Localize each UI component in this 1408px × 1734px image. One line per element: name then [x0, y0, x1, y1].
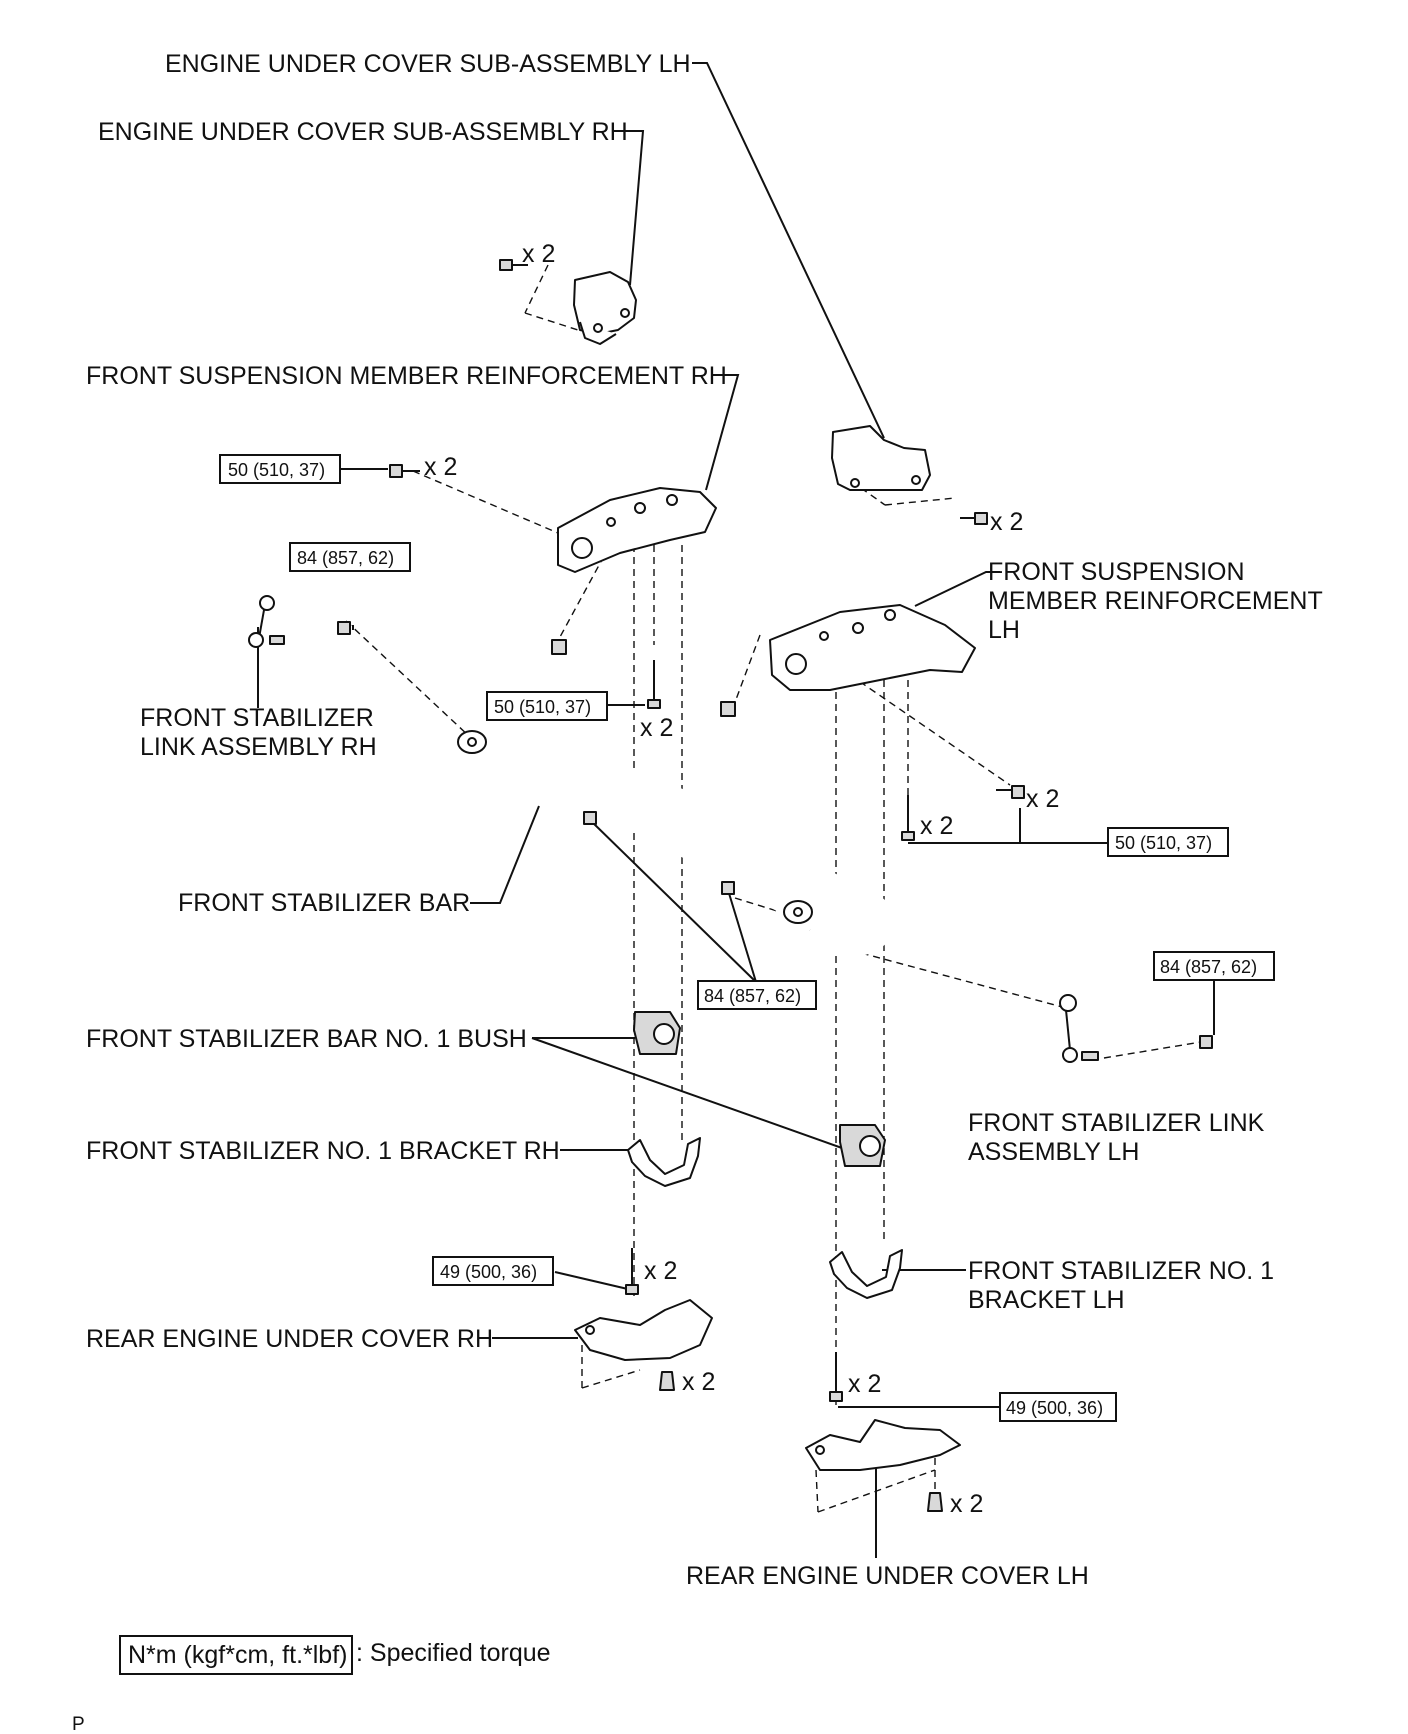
torque-box-reinf-rh-vertical: 50 (510, 37): [486, 691, 608, 721]
torque-box-link-lh: 84 (857, 62): [1153, 951, 1275, 981]
label-engine-under-cover-rh: ENGINE UNDER COVER SUB-ASSEMBLY RH: [98, 118, 628, 146]
screw-rear-rh: [659, 1371, 675, 1391]
bolt-bracket-lh: [829, 1352, 843, 1402]
qty-rear-rh-screws: x 2: [682, 1368, 715, 1396]
legend-unit-text: N*m (kgf*cm, ft.*lbf): [128, 1641, 347, 1669]
qty-reinf-rh-bolts: x 2: [424, 453, 457, 481]
svg-text:84 (857, 62): 84 (857, 62): [1160, 957, 1257, 977]
bolt-reinf-lh: [996, 785, 1025, 799]
bush-rh-part: [633, 1011, 681, 1055]
footer-code: P: [72, 1714, 85, 1734]
label-rear-cover-lh: REAR ENGINE UNDER COVER LH: [686, 1562, 1089, 1590]
torque-box-bracket-lh: 49 (500, 36): [999, 1392, 1117, 1422]
qty-bracket-lh-bolts: x 2: [848, 1370, 881, 1398]
nut-reinf-rh: [551, 639, 567, 655]
stabilizer-link-rh-part: [248, 595, 351, 648]
label-reinforcement-lh-line3: LH: [988, 616, 1020, 644]
legend: N*m (kgf*cm, ft.*lbf) : Specified torque: [119, 1635, 551, 1675]
stabilizer-link-lh-part: [1059, 994, 1213, 1063]
screw-rear-lh: [927, 1492, 943, 1512]
qty-rear-lh-screws: x 2: [950, 1490, 983, 1518]
bracket-rh-part: [627, 1137, 701, 1187]
qty-bracket-rh-bolts: x 2: [644, 1257, 677, 1285]
qty-reinf-rh-vertical-bolts: x 2: [640, 714, 673, 742]
svg-text:84 (857, 62): 84 (857, 62): [297, 548, 394, 568]
bolt-vertical-lh: [901, 795, 915, 841]
stabilizer-bar-part: [457, 730, 897, 957]
label-link-rh-line1: FRONT STABILIZER: [140, 704, 374, 732]
label-reinforcement-lh-line1: FRONT SUSPENSION: [988, 558, 1245, 586]
qty-reinf-lh-bolts: x 2: [1026, 785, 1059, 813]
label-link-rh-line2: LINK ASSEMBLY RH: [140, 733, 377, 761]
reinforcement-rh-part: [557, 487, 717, 573]
label-bracket-lh-line1: FRONT STABILIZER NO. 1: [968, 1257, 1274, 1285]
torque-box-reinf-lh: 50 (510, 37): [1107, 827, 1229, 857]
bush-lh-part: [839, 1124, 886, 1167]
label-reinforcement-lh-line2: MEMBER REINFORCEMENT: [988, 587, 1323, 615]
label-engine-under-cover-lh: ENGINE UNDER COVER SUB-ASSEMBLY LH: [165, 50, 691, 78]
bolt-bracket-rh: [625, 1248, 639, 1295]
label-bracket-rh: FRONT STABILIZER NO. 1 BRACKET RH: [86, 1137, 560, 1165]
engine-under-cover-lh-part: [831, 425, 931, 491]
torque-box-stab-bar-nuts: 84 (857, 62): [697, 980, 817, 1010]
legend-description: : Specified torque: [356, 1639, 551, 1667]
label-rear-cover-rh: REAR ENGINE UNDER COVER RH: [86, 1325, 493, 1353]
torque-box-link-rh: 84 (857, 62): [289, 542, 411, 572]
label-bracket-lh-line2: BRACKET LH: [968, 1286, 1125, 1314]
label-link-lh-line2: ASSEMBLY LH: [968, 1138, 1139, 1166]
bolt-cover-rh: [499, 259, 528, 271]
label-link-lh-line1: FRONT STABILIZER LINK: [968, 1109, 1265, 1137]
nut-reinf-lh: [720, 701, 736, 717]
rear-cover-rh-part: [574, 1299, 713, 1361]
label-bush: FRONT STABILIZER BAR NO. 1 BUSH: [86, 1025, 527, 1053]
svg-text:84 (857, 62): 84 (857, 62): [704, 986, 801, 1006]
qty-cover-rh-bolts: x 2: [522, 240, 555, 268]
legend-unit-box: [119, 1635, 353, 1675]
bolt-reinf-rh: [389, 464, 420, 478]
svg-text:50 (510, 37): 50 (510, 37): [1115, 833, 1212, 853]
svg-text:50 (510, 37): 50 (510, 37): [228, 460, 325, 480]
label-stabilizer-bar: FRONT STABILIZER BAR: [178, 889, 470, 917]
svg-text:49 (500, 36): 49 (500, 36): [1006, 1398, 1103, 1418]
torque-box-bracket-rh: 49 (500, 36): [432, 1256, 554, 1286]
svg-text:49 (500, 36): 49 (500, 36): [440, 1262, 537, 1282]
label-reinforcement-rh: FRONT SUSPENSION MEMBER REINFORCEMENT RH: [86, 362, 727, 390]
qty-reinf-lh-vertical-bolts: x 2: [920, 812, 953, 840]
svg-text:50 (510, 37): 50 (510, 37): [494, 697, 591, 717]
qty-cover-lh-bolts: x 2: [990, 508, 1023, 536]
leader-lines: [257, 62, 1215, 1558]
bolt-vertical-rh: [647, 660, 661, 709]
torque-box-reinf-rh-bolt: 50 (510, 37): [219, 454, 341, 484]
rear-cover-lh-part: [805, 1419, 961, 1471]
reinforcement-lh-part: [769, 604, 976, 691]
bolt-cover-lh: [960, 512, 988, 525]
engine-under-cover-rh-part: [573, 271, 637, 345]
bracket-lh-part: [829, 1249, 903, 1299]
